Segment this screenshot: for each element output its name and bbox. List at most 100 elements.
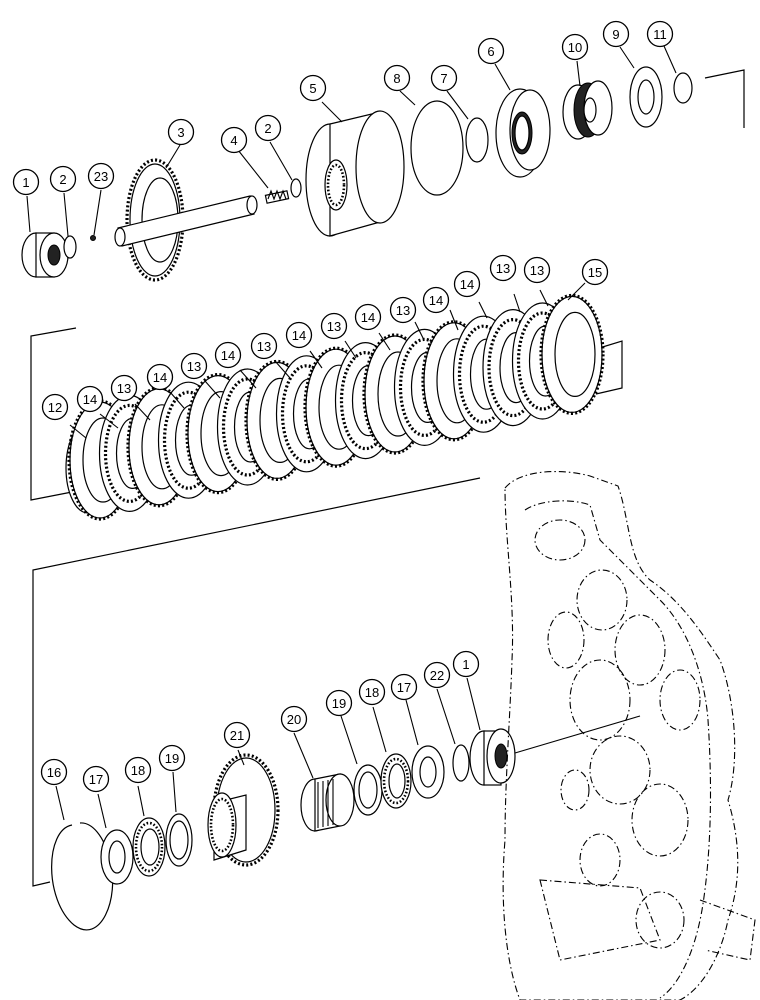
part-8-o-ring [410, 100, 464, 196]
callout-circle [180, 352, 208, 380]
callout-1-bottom: 1 [452, 650, 480, 678]
part-10-spring-pack [562, 80, 613, 140]
callout-circle [477, 37, 505, 65]
callout-1-top: 1 [12, 168, 40, 196]
callout-circle [49, 165, 77, 193]
callout-label: 17 [397, 680, 411, 695]
part-6-piston [495, 88, 551, 178]
bearing-to-housing-line [514, 715, 641, 754]
part-1-bearing-bottom [469, 728, 516, 786]
callout-circle [489, 254, 517, 282]
callout-8: 8 [383, 64, 411, 92]
callout-label: 4 [230, 133, 237, 148]
transmission-housing [502, 471, 756, 1000]
callout-13-d: 13 [320, 312, 348, 340]
part-23-ball [90, 235, 96, 241]
part-9-washer [629, 66, 663, 128]
part-4-spring [264, 189, 290, 204]
callout-circle [12, 168, 40, 196]
clutch-plates [65, 293, 605, 521]
part-17-washer-left [100, 829, 134, 885]
part-1-bearing-top [21, 232, 69, 278]
callout-circle [523, 256, 551, 284]
callout-label: 1 [462, 657, 469, 672]
callout-5: 5 [299, 74, 327, 102]
callout-label: 17 [89, 772, 103, 787]
callout-circle [453, 270, 481, 298]
callout-22: 22 [423, 661, 451, 689]
callout-16: 16 [40, 758, 68, 786]
callout-label: 23 [94, 169, 108, 184]
callout-circle [110, 374, 138, 402]
part-21-helical-gear [207, 753, 280, 867]
callout-circle [358, 678, 386, 706]
steel-plate [539, 293, 605, 415]
callout-circle [280, 705, 308, 733]
callout-12: 12 [41, 393, 69, 421]
row-3-gear-assembly [32, 477, 641, 931]
callout-circle [325, 689, 353, 717]
callout-circle [40, 758, 68, 786]
callout-14-a: 14 [76, 385, 104, 413]
callout-20: 20 [280, 705, 308, 733]
callout-17-right: 17 [390, 673, 418, 701]
callout-label: 14 [292, 328, 306, 343]
callout-label: 13 [187, 359, 201, 374]
callout-label: 2 [264, 121, 271, 136]
callout-label: 14 [361, 310, 375, 325]
row-3-bracket [32, 477, 481, 887]
callout-label: 13 [496, 261, 510, 276]
callout-circle [299, 74, 327, 102]
callout-label: 20 [287, 712, 301, 727]
callout-14-d: 14 [285, 321, 313, 349]
callout-label: 13 [530, 263, 544, 278]
callout-label: 21 [230, 728, 244, 743]
row-2-bracket-right [595, 340, 623, 395]
callout-label: 9 [612, 27, 619, 42]
callout-circle [214, 341, 242, 369]
part-19-washer-right [353, 764, 383, 816]
part-16-snap-ring [51, 822, 114, 931]
row-2-bracket [30, 327, 77, 501]
callout-circle [390, 673, 418, 701]
callout-circle [422, 286, 450, 314]
callout-label: 2 [59, 172, 66, 187]
callout-13-e: 13 [389, 296, 417, 324]
callout-2-right: 2 [254, 114, 282, 142]
part-2-snap-ring-left [63, 235, 77, 259]
row-1-shaft-assembly [21, 45, 745, 282]
callout-label: 16 [47, 765, 61, 780]
callout-circle [389, 296, 417, 324]
part-11-snap-ring [673, 72, 693, 104]
callout-2-left: 2 [49, 165, 77, 193]
callout-circle [581, 258, 609, 286]
callout-11: 11 [646, 20, 674, 48]
part-3-gear-shaft [114, 158, 258, 282]
callout-circle [430, 64, 458, 92]
callout-13-g: 13 [523, 256, 551, 284]
row-2-clutch-pack [30, 282, 623, 521]
callout-circle [223, 721, 251, 749]
callout-label: 8 [393, 71, 400, 86]
callout-label: 15 [588, 265, 602, 280]
callout-15: 15 [581, 258, 609, 286]
callout-3: 3 [167, 118, 195, 146]
part-5-clutch-drum [305, 110, 405, 237]
callout-circle [167, 118, 195, 146]
callout-circle [82, 765, 110, 793]
callout-17-left: 17 [82, 765, 110, 793]
callout-circle [158, 744, 186, 772]
callout-circle [254, 114, 282, 142]
callout-label: 1 [22, 175, 29, 190]
callout-label: 14 [83, 392, 97, 407]
callout-circle [383, 64, 411, 92]
callout-6: 6 [477, 37, 505, 65]
part-18-needle-bearing-right [380, 753, 412, 809]
callout-label: 6 [487, 44, 494, 59]
callout-label: 7 [440, 71, 447, 86]
callout-circle [124, 756, 152, 784]
callout-21: 21 [223, 721, 251, 749]
callout-circle [646, 20, 674, 48]
